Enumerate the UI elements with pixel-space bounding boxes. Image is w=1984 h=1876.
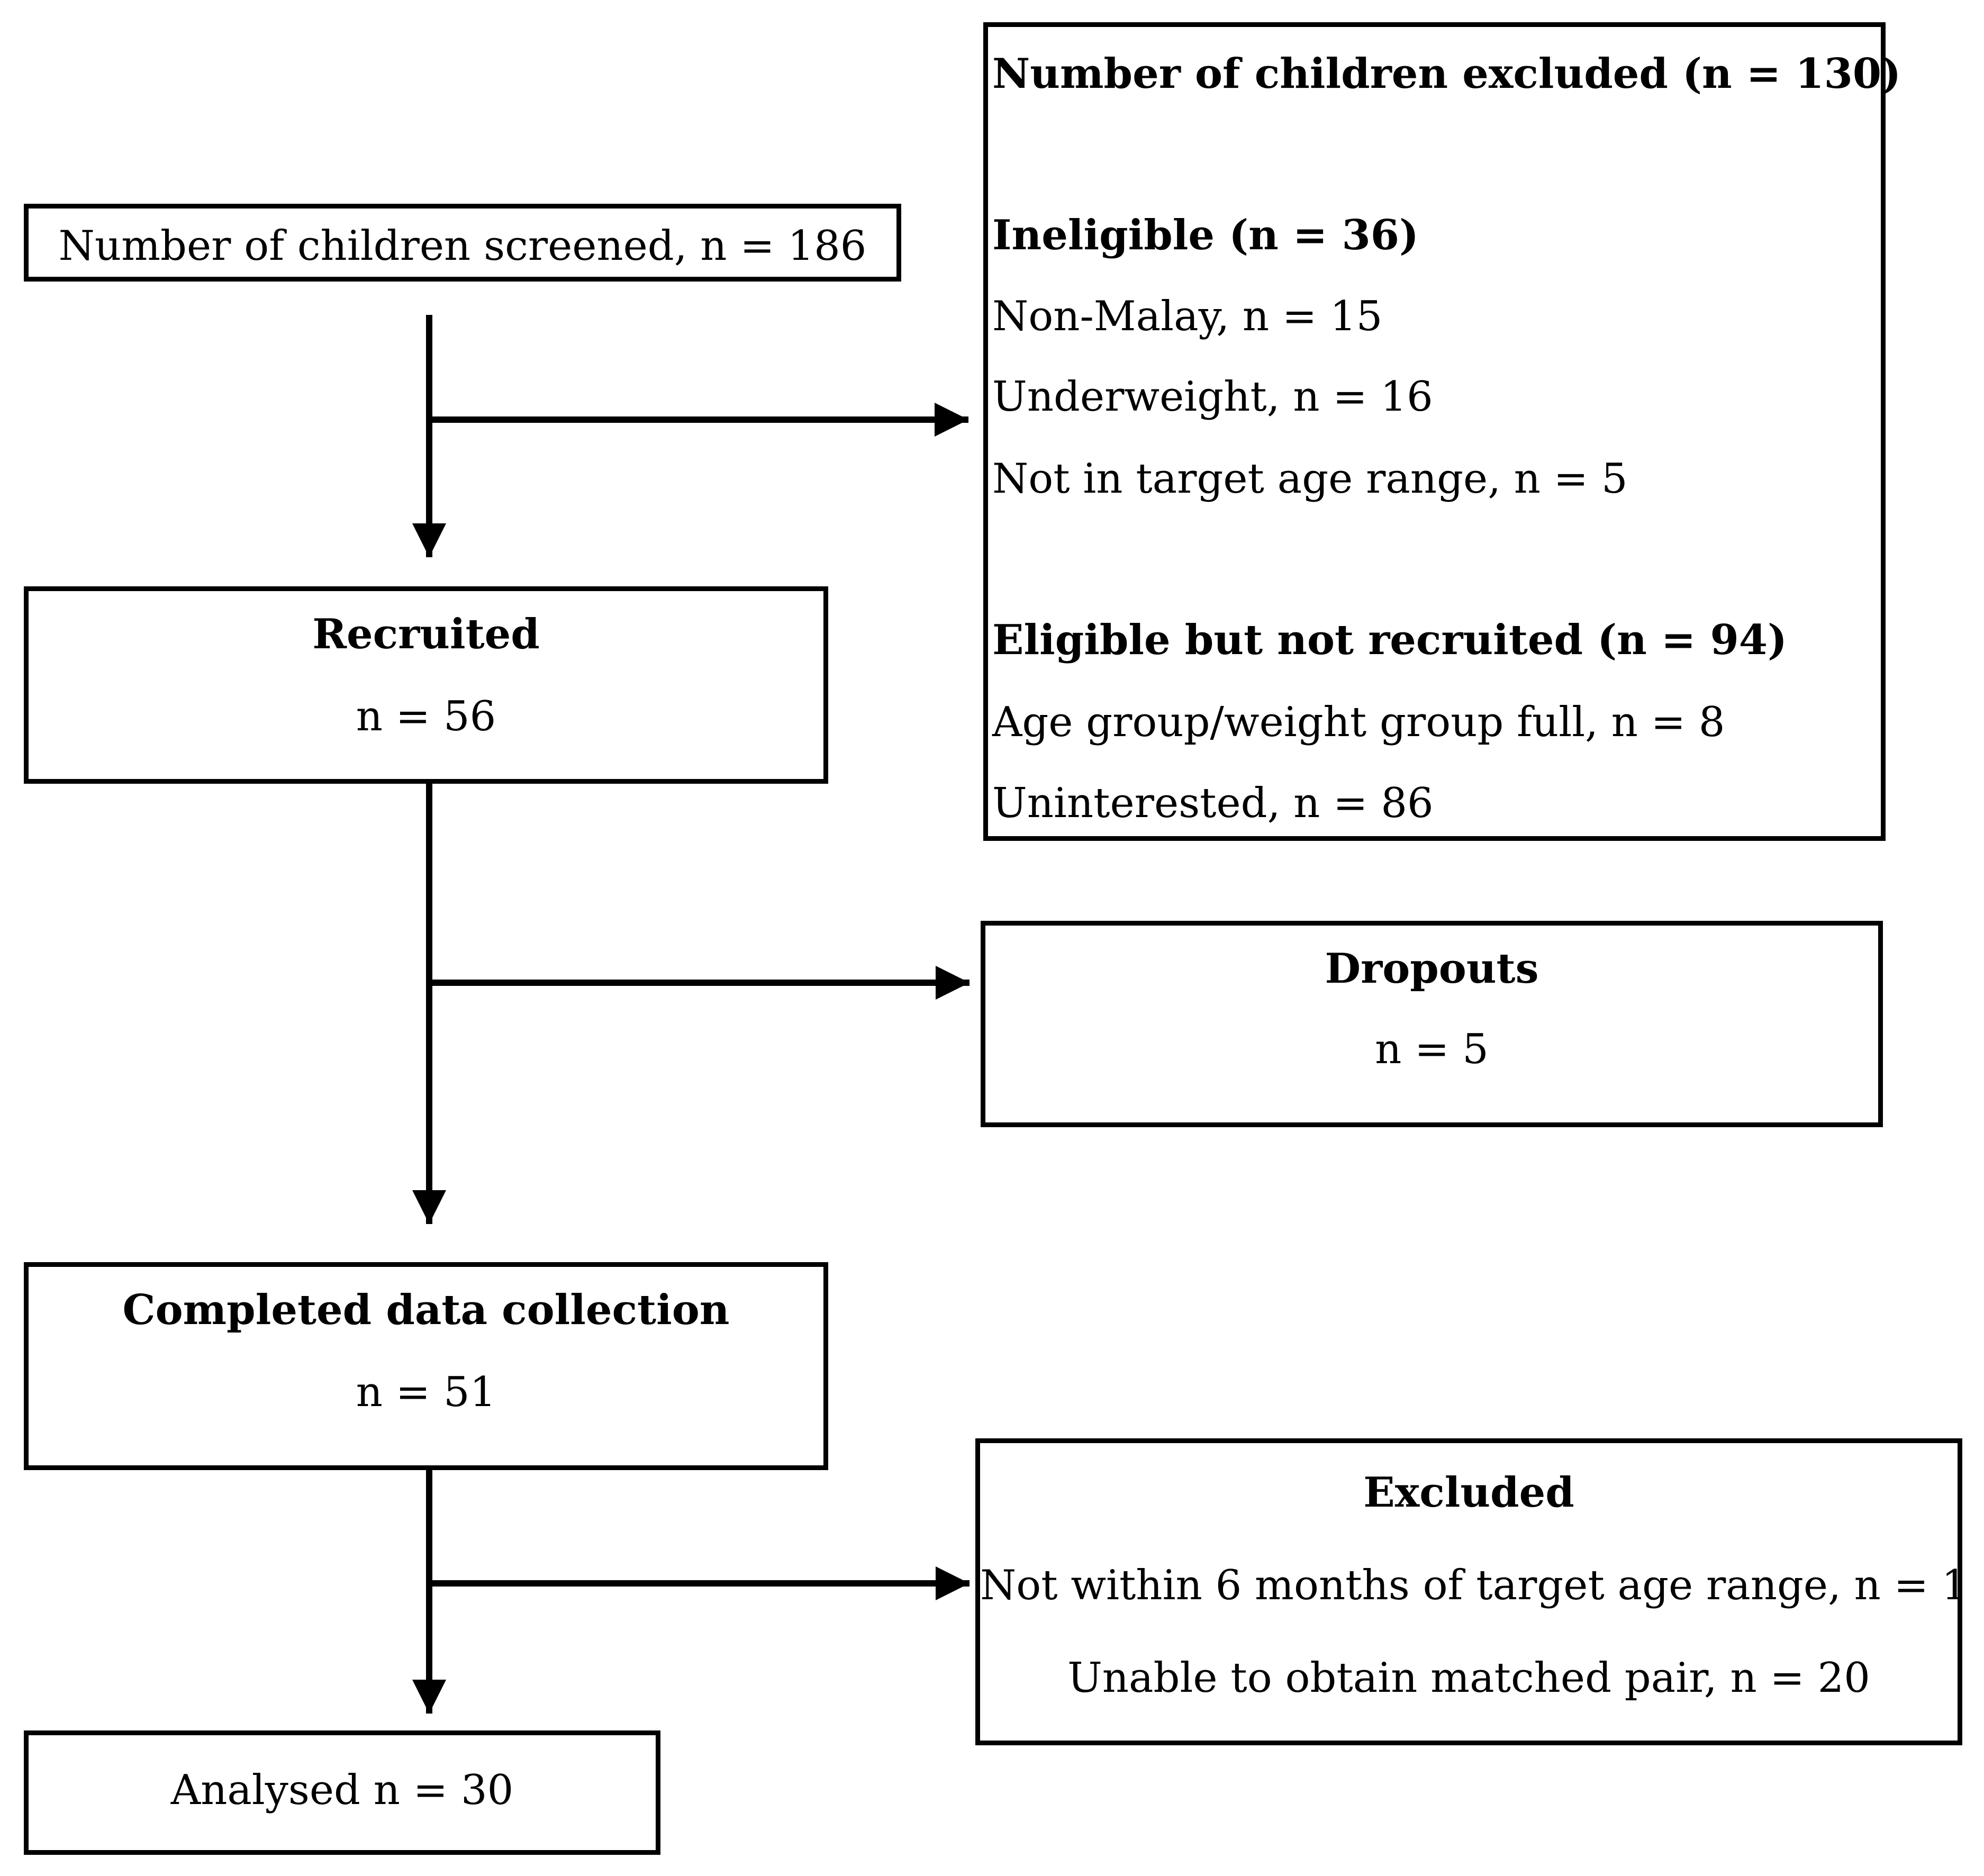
ineligible-item: Non-Malay, n = 15: [992, 293, 1383, 340]
completed-count: n = 51: [356, 1369, 496, 1416]
analysed-box: Analysed n = 30: [24, 1730, 660, 1855]
dropouts-box: Dropouts n = 5: [981, 921, 1883, 1127]
completed-box: Completed data collection n = 51: [24, 1262, 828, 1470]
recruited-title: Recruited: [312, 610, 540, 658]
excluded-final-item: Not within 6 months of target age range,…: [980, 1562, 1968, 1609]
dropouts-title: Dropouts: [1325, 945, 1539, 993]
excluded-initial-box: Number of children excluded (n = 130) In…: [983, 22, 1901, 841]
not-recruited-item: Uninterested, n = 86: [992, 780, 1434, 827]
excluded-final-item: Unable to obtain matched pair, n = 20: [1067, 1654, 1870, 1702]
excluded-final-title: Excluded: [1363, 1469, 1574, 1517]
excluded-final-box: Excluded Not within 6 months of target a…: [975, 1438, 1968, 1745]
analysed-label: Analysed n = 30: [170, 1766, 514, 1814]
not-recruited-item: Age group/weight group full, n = 8: [992, 699, 1725, 746]
recruited-count: n = 56: [356, 693, 496, 740]
excluded-initial-title: Number of children excluded (n = 130): [992, 50, 1901, 98]
recruited-box: Recruited n = 56: [24, 586, 828, 784]
ineligible-heading: Ineligible (n = 36): [992, 211, 1419, 259]
not-recruited-heading: Eligible but not recruited (n = 94): [992, 616, 1787, 664]
dropouts-count: n = 5: [1375, 1026, 1489, 1073]
screened-label: Number of children screened, n = 186: [58, 222, 867, 270]
completed-title: Completed data collection: [122, 1286, 730, 1334]
ineligible-item: Underweight, n = 16: [992, 373, 1433, 421]
ineligible-item: Not in target age range, n = 5: [992, 455, 1628, 503]
screened-box: Number of children screened, n = 186: [24, 204, 901, 282]
